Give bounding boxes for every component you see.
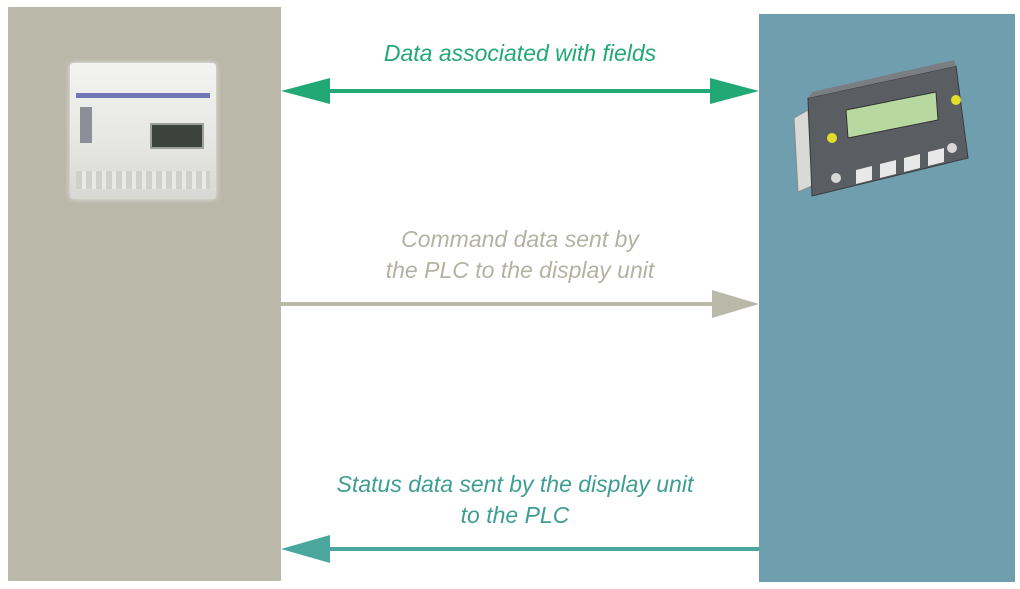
plc-controller-icon: [70, 63, 216, 199]
fields-arrow-right-head: [710, 78, 759, 104]
display-unit-icon: [793, 60, 969, 197]
fields-arrow-left-head: [281, 78, 330, 104]
fields-data-label: Data associated with fields: [383, 40, 657, 66]
status-data-label: Status data sent by the display unit to …: [336, 471, 694, 528]
status-arrow-head: [281, 535, 330, 563]
command-data-label: Command data sent by the PLC to the disp…: [385, 226, 655, 283]
command-arrow-head: [712, 290, 759, 318]
